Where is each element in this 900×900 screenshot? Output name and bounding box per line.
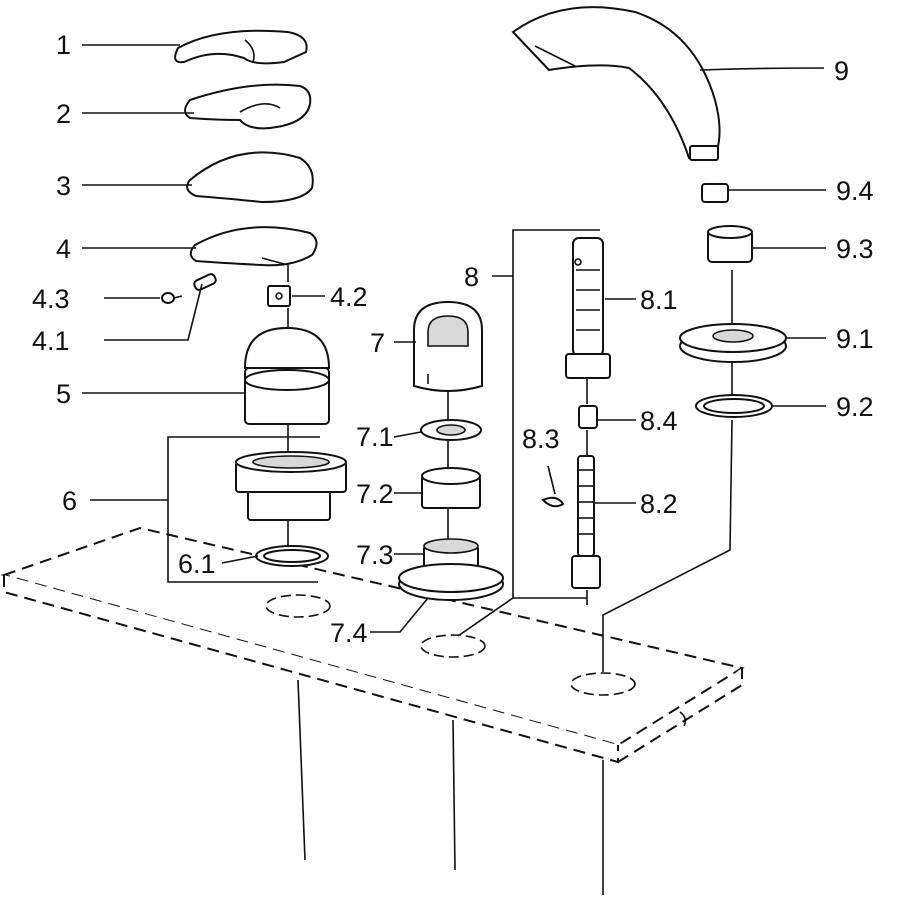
label-4-2: 4.2 bbox=[330, 282, 368, 312]
label-4-1: 4.1 bbox=[32, 326, 70, 356]
label-8-3: 8.3 bbox=[522, 424, 560, 454]
flange-7-4 bbox=[398, 563, 504, 601]
deck-plate bbox=[0, 526, 745, 895]
leader-lines bbox=[82, 44, 826, 633]
label-9-1: 9.1 bbox=[836, 324, 874, 354]
label-3: 3 bbox=[56, 171, 71, 201]
nut-4-2 bbox=[267, 285, 291, 307]
diverter-knob-7 bbox=[413, 300, 483, 392]
label-8-1: 8.1 bbox=[640, 285, 678, 315]
sleeve-7-2 bbox=[421, 467, 481, 509]
o-ring-9-2 bbox=[695, 394, 773, 418]
label-6-1: 6.1 bbox=[178, 549, 216, 579]
pin-4-1 bbox=[193, 273, 217, 291]
label-4-3: 4.3 bbox=[32, 284, 70, 314]
lever-handle-2 bbox=[184, 83, 312, 130]
label-7-1: 7.1 bbox=[356, 422, 394, 452]
label-9-3: 9.3 bbox=[836, 234, 874, 264]
label-7-3: 7.3 bbox=[356, 540, 394, 570]
ring-7-1 bbox=[420, 419, 482, 441]
label-7: 7 bbox=[370, 328, 385, 358]
label-8: 8 bbox=[464, 262, 479, 292]
nut-9-3 bbox=[707, 225, 753, 263]
label-2: 2 bbox=[56, 99, 71, 129]
screw-4-3 bbox=[161, 292, 183, 304]
label-4: 4 bbox=[56, 234, 71, 264]
label-7-2: 7.2 bbox=[356, 479, 394, 509]
label-6: 6 bbox=[62, 486, 77, 516]
clip-8-3 bbox=[541, 496, 565, 508]
label-8-2: 8.2 bbox=[640, 489, 678, 519]
label-5: 5 bbox=[56, 379, 71, 409]
label-7-4: 7.4 bbox=[330, 618, 368, 648]
body-6 bbox=[235, 451, 347, 521]
label-1: 1 bbox=[56, 30, 71, 60]
filter-9-4 bbox=[701, 183, 729, 203]
shaft-8-1 bbox=[565, 237, 611, 379]
flange-9-1 bbox=[679, 323, 787, 363]
part-number-labels: 1 2 3 4 4.3 4.1 4.2 5 6 6.1 7 7.1 7.2 7.… bbox=[32, 30, 874, 648]
label-9-4: 9.4 bbox=[836, 176, 874, 206]
o-ring-6-1 bbox=[255, 545, 329, 567]
lever-handle-4 bbox=[189, 226, 318, 267]
hand-shower-9 bbox=[511, 6, 721, 161]
lever-handle-1 bbox=[174, 29, 308, 65]
cartridge-5 bbox=[243, 326, 331, 425]
spring-8-2 bbox=[571, 455, 601, 589]
label-9: 9 bbox=[834, 56, 849, 86]
assembly-axes bbox=[167, 229, 733, 672]
valve-8-4 bbox=[578, 405, 598, 429]
label-9-2: 9.2 bbox=[836, 392, 874, 422]
label-8-4: 8.4 bbox=[640, 406, 678, 436]
lever-handle-3 bbox=[186, 151, 314, 204]
